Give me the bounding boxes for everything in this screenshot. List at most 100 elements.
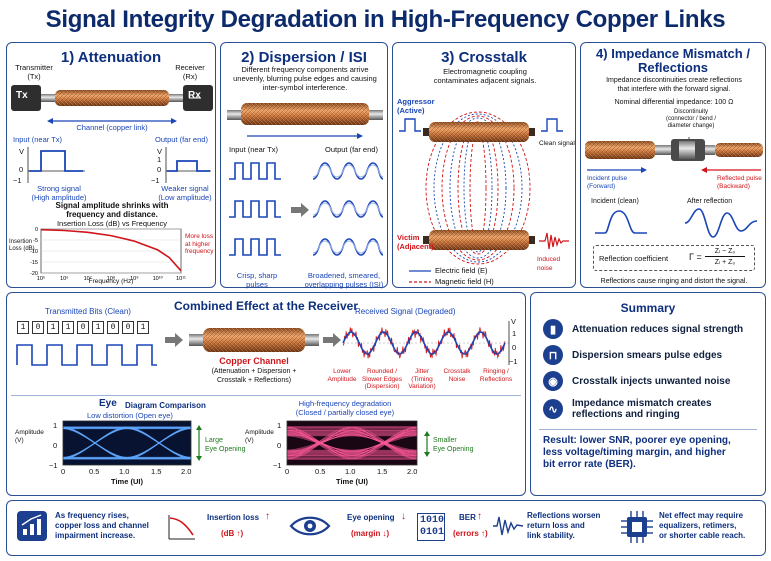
- eye-frame: [286, 420, 418, 466]
- footer-panel: As frequency rises, copper loss and chan…: [6, 500, 766, 556]
- bit-cell: 1: [17, 321, 29, 334]
- rising-chart-icon: [17, 511, 47, 541]
- channel-arrow-icon: [47, 118, 177, 124]
- tick-m1-2: −1: [151, 176, 160, 185]
- reflected-pulse-label: Reflected pulse (Backward): [717, 175, 762, 190]
- large-opening-label: Large Eye Opening: [205, 437, 246, 453]
- axis-v-label: V: [19, 147, 25, 156]
- hfield-label: Magnetic field (H): [435, 277, 494, 286]
- eye2-xtick-05: 0.5: [315, 467, 326, 476]
- signal-waves-icon: ◉: [543, 371, 563, 391]
- lower-amplitude-label: Lower Amplitude: [327, 368, 357, 383]
- x-tick-label: 10⁵: [37, 275, 45, 282]
- eye2-amplitude-label: Amplitude (V): [245, 429, 274, 444]
- aggressor-label: Aggressor (Active): [397, 97, 435, 115]
- summary-title: Summary: [620, 301, 676, 315]
- wave-icon: ∿: [543, 399, 563, 419]
- chip-icon: [621, 511, 653, 543]
- footer-eye-opening: Eye opening: [347, 513, 395, 522]
- tick-m1: −1: [13, 176, 22, 185]
- after-reflection-label: After reflection: [687, 198, 733, 205]
- eye1-time-label: Time (UI): [111, 477, 143, 486]
- dispersion-panel: 2) Dispersion / ISI Different frequency …: [220, 42, 388, 289]
- incident-clean-label: Incident (clean): [591, 198, 639, 205]
- x-tick-label: 10¹¹: [176, 276, 186, 282]
- bit-cell: 1: [47, 321, 59, 334]
- copper-channel-graphic: [189, 328, 319, 352]
- y-tick-label: 0: [35, 227, 38, 233]
- hfield-legend-icon: [409, 281, 431, 283]
- smaller-opening-label: Smaller Eye Opening: [433, 437, 474, 453]
- crisp-label: Crisp, sharp pulses: [236, 271, 278, 289]
- input-near-tx-label: Input (near Tx): [13, 135, 63, 144]
- rx-box-label: Rx: [188, 90, 201, 101]
- strong-pulse-plot: [27, 147, 85, 183]
- insertion-loss-up-icon: ↑: [265, 511, 270, 522]
- dispersion-output-label: Output (far end): [325, 145, 378, 154]
- insertion-loss-icon: [168, 515, 195, 540]
- insertion-ylabel: Insertion Loss (dB): [9, 239, 35, 252]
- induced-noise-icon: [539, 232, 569, 250]
- footer-insertion-loss: Insertion loss: [207, 513, 260, 522]
- axis-v-label-2: V: [157, 147, 163, 156]
- summary-item-label: Crosstalk injects unwanted noise: [572, 375, 731, 387]
- eye-icon: [289, 516, 331, 536]
- induced-noise-label: Induced noise: [537, 256, 561, 272]
- crosstalk-title: 3) Crosstalk: [441, 49, 527, 66]
- large-opening-arrow-icon: [196, 425, 202, 461]
- jitter-label: Jitter (Timing Variation): [408, 368, 436, 390]
- victim-cable-graphic: [423, 230, 535, 250]
- more-loss-label: More loss at higher frequency: [185, 233, 214, 255]
- eye1-xtick-15: 1.5: [151, 467, 162, 476]
- x-tick-label: 10⁶: [60, 275, 68, 282]
- output-far-end-label: Output (far end): [155, 135, 208, 144]
- high-freq-label: High-frequency degradation (Closed / par…: [295, 399, 395, 417]
- rounded-edges-label: Rounded / Slower Edges (Dispersion): [361, 368, 403, 390]
- dispersion-input-label: Input (near Tx): [229, 145, 279, 154]
- eye-title-b: Diagram Comparison: [125, 401, 206, 410]
- combined-title: Combined Effect at the Receiver: [173, 299, 359, 313]
- eye1-xtick-05: 0.5: [89, 467, 100, 476]
- rx-axis-v: V: [511, 317, 517, 326]
- dispersion-title: 2) Dispersion / ISI: [241, 49, 367, 66]
- impedance-cable-graphic: [585, 137, 763, 161]
- tx-box-label: Tx: [16, 90, 28, 101]
- footer-insertion-db: (dB ↑): [221, 529, 244, 538]
- footer-frequency-text: As frequency rises, copper loss and chan…: [55, 511, 149, 540]
- aggressor-cable-graphic: [423, 122, 535, 142]
- summary-item-label: Impedance mismatch creates reflections a…: [572, 398, 712, 420]
- after-reflection-plot: [684, 208, 758, 238]
- clean-signal-label: Clean signal: [539, 140, 575, 147]
- open-eye-diagram: [62, 420, 192, 466]
- incident-clean-plot: [595, 210, 647, 234]
- eye1-ytick-1: 1: [53, 421, 58, 430]
- impedance-desc: Impedance discontinuities create reflect…: [606, 77, 742, 93]
- attenuation-panel: 1) Attenuation Transmitter (Tx) Receiver…: [6, 42, 216, 288]
- bit-cell: 0: [32, 321, 44, 334]
- eye-opening-down-icon: ↓: [401, 511, 406, 522]
- attenuation-title: 1) Attenuation: [60, 49, 162, 66]
- eye2-ytick-m1: −1: [273, 461, 282, 470]
- footer-ber-bits: 1010 0101: [417, 513, 445, 541]
- rx-tick-0: 0: [512, 343, 517, 352]
- eye2-ytick-0: 0: [277, 441, 282, 450]
- eye1-xtick-1: 1.0: [119, 467, 130, 476]
- eye1-xtick-2: 2.0: [181, 467, 192, 476]
- tick-0-2: 0: [157, 165, 162, 174]
- nominal-impedance: Nominal differential impedance: 100 Ω: [614, 99, 734, 106]
- footer-eye-margin: (margin ↓): [351, 529, 390, 538]
- dispersion-process-arrow-icon: [291, 203, 309, 217]
- dispersion-cable-graphic: [227, 103, 383, 125]
- copper-channel-sub: (Attenuation + Dispersion + Crosstalk + …: [211, 368, 297, 384]
- tick-1: 1: [157, 155, 162, 164]
- insertion-loss-line: [40, 228, 182, 272]
- summary-item-impedance: ∿ Impedance mismatch creates reflections…: [543, 397, 712, 421]
- aggressor-pulse-icon: [399, 118, 421, 132]
- tick-0: 0: [19, 165, 24, 174]
- eye2-xtick-0: 0: [285, 467, 290, 476]
- gamma-symbol: Γ =: [689, 252, 702, 262]
- x-tick-label: 10¹⁰: [153, 275, 164, 282]
- crosstalk-panel: 3) Crosstalk Electromagnetic coupling co…: [392, 42, 576, 288]
